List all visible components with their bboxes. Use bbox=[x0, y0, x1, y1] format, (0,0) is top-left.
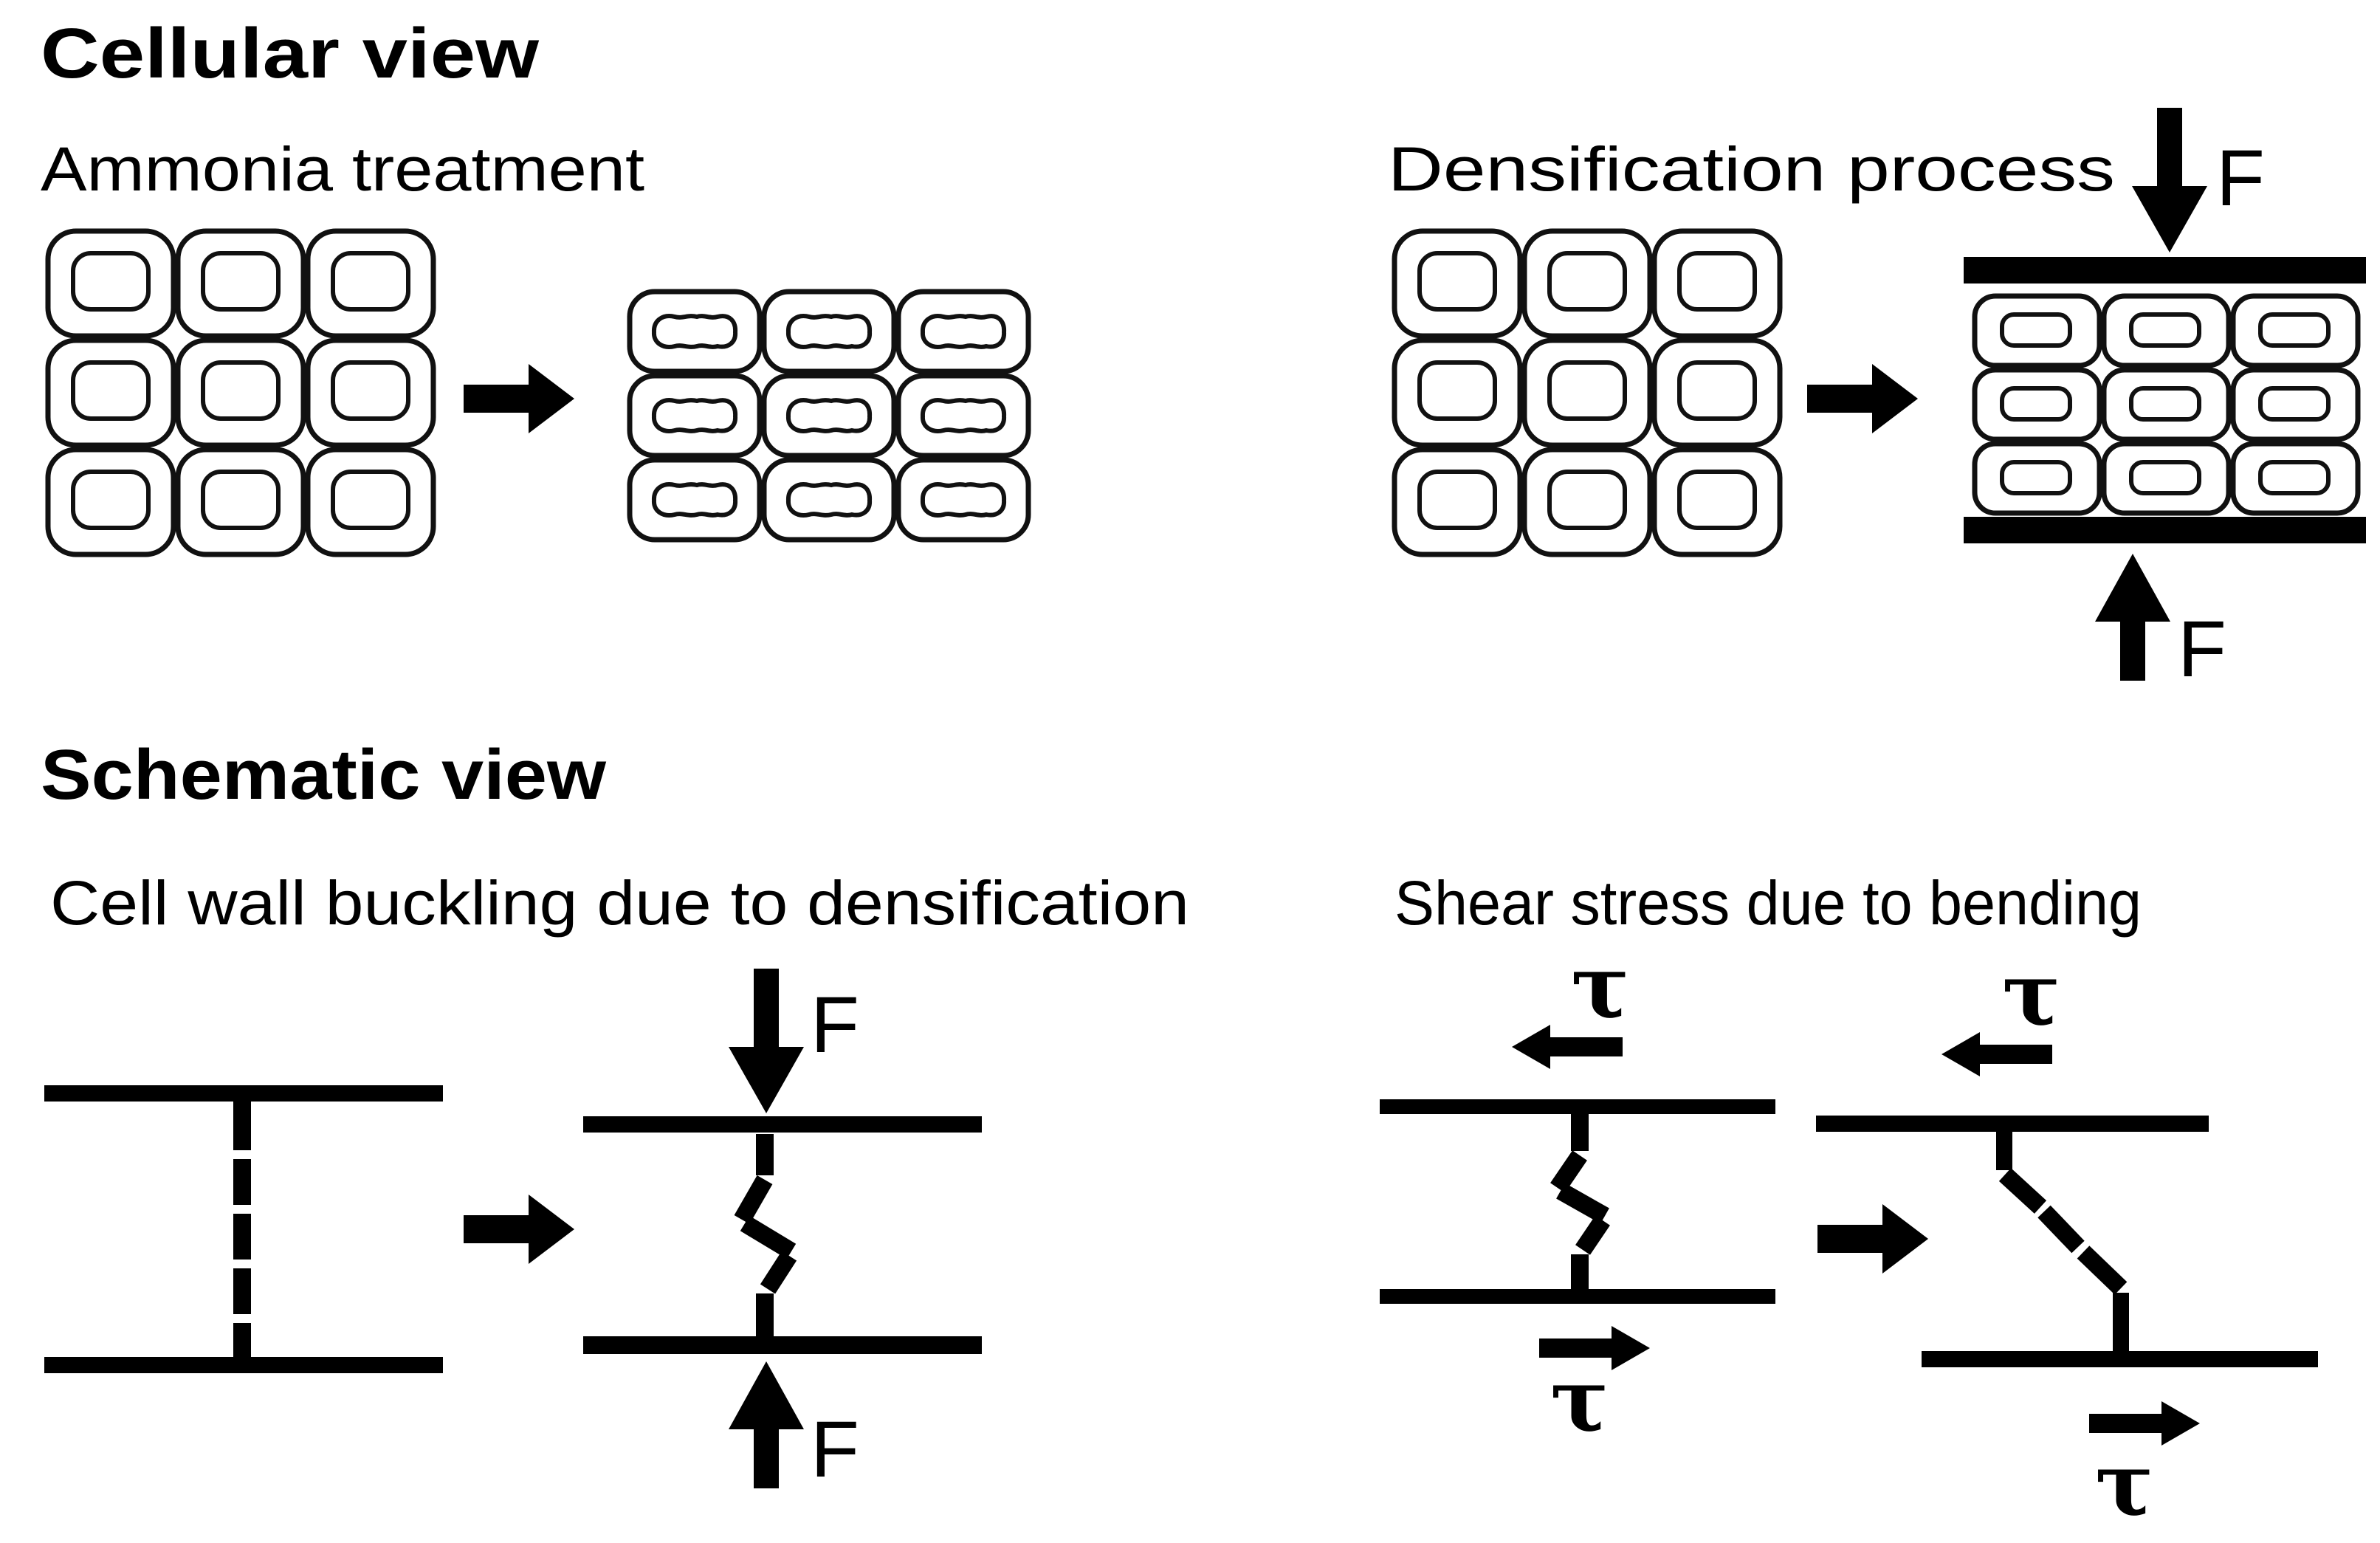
bottom-press-plate bbox=[1964, 517, 2366, 543]
cell bbox=[764, 376, 894, 456]
transform-arrow-icon bbox=[464, 1195, 574, 1264]
wall-segment bbox=[233, 1268, 251, 1314]
ammonia-after-grid bbox=[630, 292, 1028, 540]
shear-before-diagram: τ τ bbox=[1380, 935, 1775, 1451]
cell bbox=[764, 460, 894, 540]
cell-wall-buckled-diagram: F F bbox=[583, 969, 982, 1494]
cell bbox=[1524, 231, 1650, 336]
shear-label: τ bbox=[1550, 1349, 1609, 1451]
buckled-wall-zigzag bbox=[1550, 1114, 1610, 1289]
shear-label: τ bbox=[2002, 943, 2060, 1045]
schematic-view-title: Schematic view bbox=[41, 735, 606, 814]
ammonia-before-grid bbox=[48, 231, 433, 554]
densification-before-grid bbox=[1394, 231, 1780, 554]
cell bbox=[764, 292, 894, 371]
cell bbox=[630, 292, 760, 371]
cell bbox=[1524, 340, 1650, 445]
force-down-arrow-icon bbox=[729, 969, 804, 1113]
cell bbox=[178, 450, 303, 554]
cell-wall-buckling-label: Cell wall buckling due to densification bbox=[50, 868, 1189, 938]
cell bbox=[1975, 444, 2099, 513]
shear-after-diagram: τ τ bbox=[1816, 943, 2318, 1536]
cell bbox=[1654, 340, 1780, 445]
force-label: F bbox=[2178, 604, 2226, 693]
force-label: F bbox=[2216, 133, 2265, 222]
cell bbox=[2233, 444, 2358, 513]
ammonia-treatment-label: Ammonia treatment bbox=[41, 134, 644, 204]
cell bbox=[308, 450, 433, 554]
cell bbox=[898, 460, 1028, 540]
wall-segment bbox=[233, 1100, 251, 1150]
cell bbox=[1654, 231, 1780, 336]
cell bbox=[630, 376, 760, 456]
top-press-plate bbox=[1964, 257, 2366, 283]
cell bbox=[1654, 450, 1780, 554]
wall-segment bbox=[233, 1323, 251, 1357]
cell bbox=[1394, 450, 1520, 554]
cell bbox=[178, 231, 303, 336]
densification-press: F F bbox=[1964, 108, 2366, 693]
cell bbox=[48, 231, 173, 336]
bottom-wall-bar bbox=[583, 1336, 982, 1354]
cellular-view-title: Cellular view bbox=[41, 14, 539, 93]
cell bbox=[308, 231, 433, 336]
cell bbox=[48, 340, 173, 445]
force-up-arrow-icon bbox=[2095, 554, 2170, 681]
transform-arrow-icon bbox=[1807, 364, 1918, 433]
cell bbox=[898, 292, 1028, 371]
cell bbox=[178, 340, 303, 445]
cell bbox=[630, 460, 760, 540]
bottom-wall-bar bbox=[1380, 1289, 1775, 1304]
cell bbox=[48, 450, 173, 554]
shear-label: τ bbox=[1571, 935, 1629, 1038]
shear-stress-label: Shear stress due to bending bbox=[1394, 868, 2142, 938]
sheared-wall-diagonal bbox=[1996, 1132, 2129, 1351]
top-wall-bar bbox=[44, 1085, 443, 1102]
cell bbox=[308, 340, 433, 445]
densification-process-label: Densification process bbox=[1388, 134, 2115, 204]
cell bbox=[1394, 231, 1520, 336]
top-wall-bar bbox=[1380, 1099, 1775, 1114]
transform-arrow-icon bbox=[1817, 1204, 1928, 1274]
cell-wall-before-diagram bbox=[44, 1085, 443, 1373]
bottom-wall-bar bbox=[44, 1357, 443, 1373]
cell bbox=[1394, 340, 1520, 445]
transform-arrow-icon bbox=[464, 364, 574, 433]
wall-segment bbox=[233, 1214, 251, 1260]
cell bbox=[1524, 450, 1650, 554]
cell bbox=[2104, 444, 2229, 513]
buckled-wall-zigzag bbox=[734, 1134, 797, 1336]
cell bbox=[2233, 370, 2358, 439]
densified-grid bbox=[1975, 296, 2358, 513]
cell bbox=[2104, 370, 2229, 439]
force-label: F bbox=[811, 1404, 859, 1494]
cell bbox=[1975, 370, 2099, 439]
wall-segment bbox=[233, 1159, 251, 1205]
top-wall-bar bbox=[583, 1116, 982, 1133]
cell bbox=[2104, 296, 2229, 365]
shear-label: τ bbox=[2095, 1433, 2153, 1536]
force-up-arrow-icon bbox=[729, 1361, 804, 1488]
cell bbox=[2233, 296, 2358, 365]
cell bbox=[898, 376, 1028, 456]
force-down-arrow-icon bbox=[2132, 108, 2207, 252]
bottom-wall-bar bbox=[1922, 1351, 2318, 1367]
force-label: F bbox=[811, 980, 859, 1069]
top-wall-bar bbox=[1816, 1116, 2209, 1132]
cell bbox=[1975, 296, 2099, 365]
